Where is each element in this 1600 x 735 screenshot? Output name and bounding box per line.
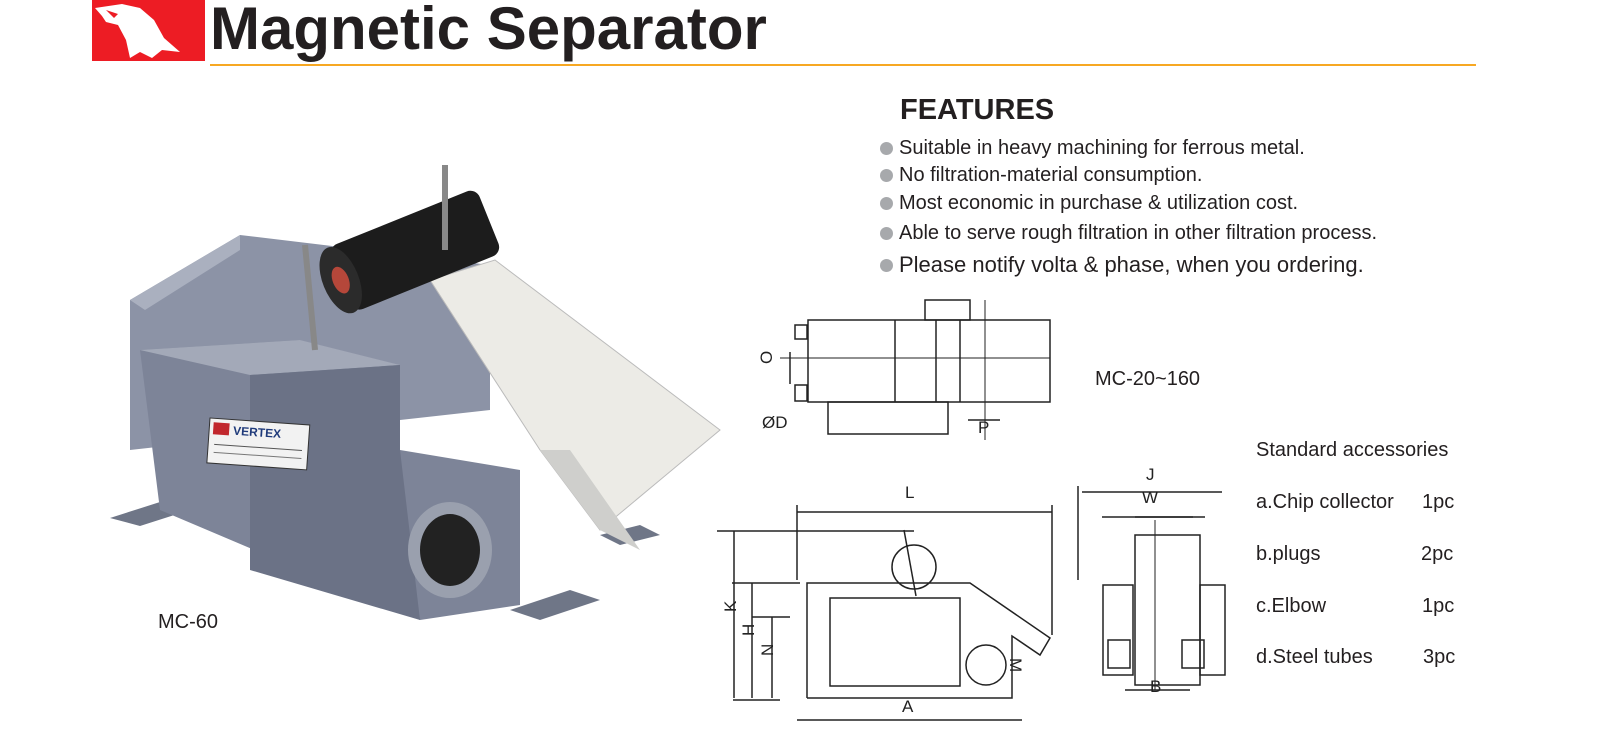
accessory-qty: 3pc <box>1423 646 1456 668</box>
page-title: Magnetic Separator <box>210 0 767 62</box>
svg-text:J: J <box>1146 465 1155 484</box>
feature-item: No filtration-material consumption. <box>880 164 1202 187</box>
product-photo: VERTEX <box>110 165 721 620</box>
accessories-heading: Standard accessories <box>1256 439 1449 461</box>
svg-text:P: P <box>978 418 989 437</box>
model-range-label: MC-20~160 <box>1095 368 1201 390</box>
bullet-icon <box>880 258 893 272</box>
svg-text:VERTEX: VERTEX <box>233 424 282 441</box>
bullet-icon <box>880 142 893 155</box>
top-view-drawing: O ØD P <box>757 299 1051 440</box>
svg-text:ØD: ØD <box>762 413 788 432</box>
front-view-drawing: J W B <box>1077 465 1226 696</box>
feature-text: Please notify volta & phase, when you or… <box>899 252 1364 277</box>
svg-text:K: K <box>721 600 740 612</box>
accessory-name: b.plugs <box>1256 543 1321 565</box>
inlet-pipe <box>408 502 492 598</box>
svg-text:A: A <box>902 697 914 716</box>
svg-text:M: M <box>1006 658 1025 672</box>
feature-item: Able to serve rough filtration in other … <box>880 222 1377 245</box>
feature-item: Most economic in purchase & utilization … <box>880 192 1298 215</box>
svg-text:O: O <box>757 351 776 364</box>
title-divider <box>210 64 1476 66</box>
feature-text: Most economic in purchase & utilization … <box>899 192 1299 214</box>
accessory-qty: 1pc <box>1422 491 1455 513</box>
bullet-icon <box>880 197 893 210</box>
accessory-name: c.Elbow <box>1256 595 1327 617</box>
feature-text: Able to serve rough filtration in other … <box>899 222 1378 244</box>
feature-item: Please notify volta & phase, when you or… <box>880 252 1364 278</box>
bullet-icon <box>880 169 893 182</box>
bullet-icon <box>880 227 893 240</box>
brand-plate: VERTEX <box>206 417 311 471</box>
svg-text:B: B <box>1150 677 1161 696</box>
photo-caption: MC-60 <box>158 611 219 633</box>
svg-text:H: H <box>739 624 758 636</box>
accessory-name: a.Chip collector <box>1256 491 1394 513</box>
accessory-qty: 1pc <box>1422 595 1455 617</box>
accessory-qty: 2pc <box>1421 543 1454 565</box>
svg-text:W: W <box>1142 488 1158 507</box>
svg-text:L: L <box>905 483 914 502</box>
rubber-roller <box>319 190 500 314</box>
feature-text: No filtration-material consumption. <box>899 164 1203 186</box>
svg-text:N: N <box>758 644 777 656</box>
accessory-name: d.Steel tubes <box>1256 646 1373 668</box>
eagle-logo <box>92 0 205 61</box>
features-heading: FEATURES <box>900 94 1055 126</box>
feature-item: Suitable in heavy machining for ferrous … <box>880 137 1305 160</box>
feature-text: Suitable in heavy machining for ferrous … <box>899 137 1305 159</box>
side-view-drawing: L K H N M A <box>717 483 1053 721</box>
